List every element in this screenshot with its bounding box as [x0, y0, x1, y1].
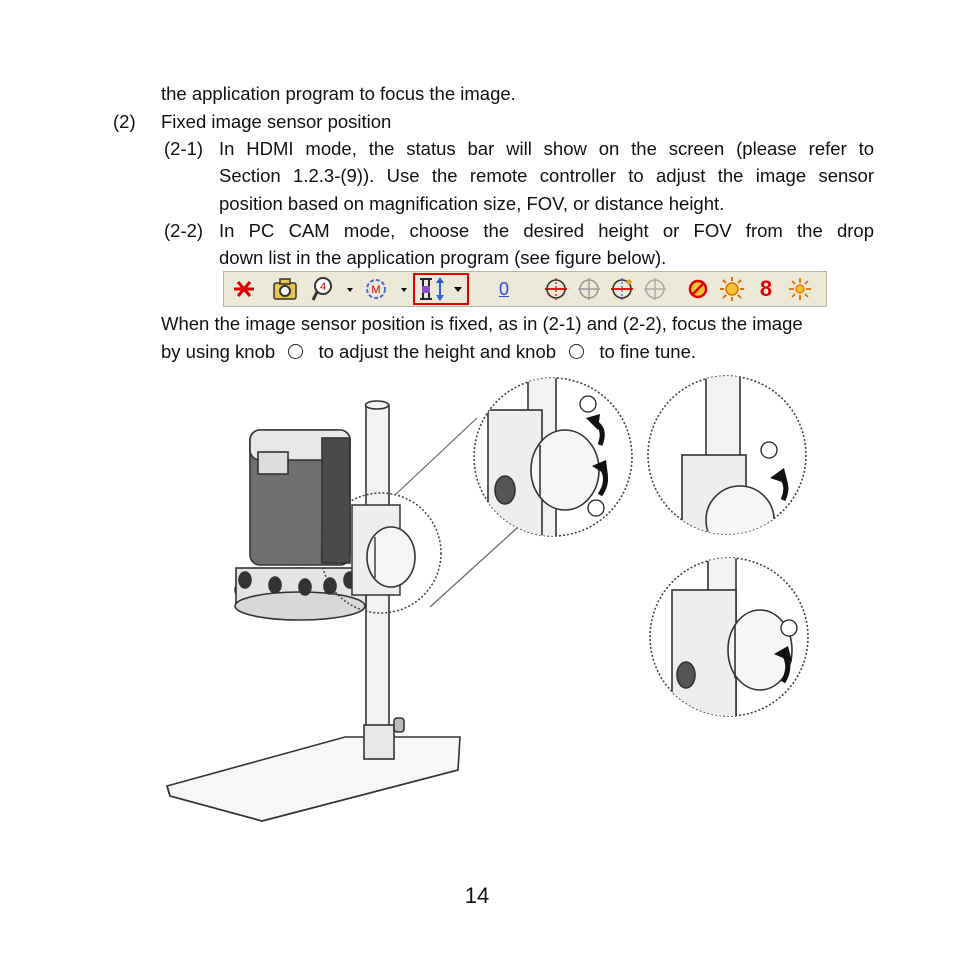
text-line-focus-b: by using knob to adjust the height and k… [161, 338, 696, 365]
text-by-using-knob: by using knob [161, 341, 276, 362]
camera-body [234, 429, 367, 621]
text-line-focus-a: When the image sensor position is fixed,… [161, 313, 803, 334]
callout-line [429, 527, 518, 608]
knob-marker-circle [288, 344, 304, 359]
svg-text:4: 4 [320, 281, 326, 293]
height-adjust-button-selected[interactable] [413, 273, 469, 305]
page-number: 14 [464, 883, 490, 908]
text-line-2-1-c: position based on magnification size, FO… [219, 193, 725, 214]
text-line-2-1-a: In HDMI mode, the status bar will show o… [219, 138, 874, 159]
no-light-icon[interactable] [684, 275, 712, 303]
light-icon[interactable] [718, 275, 746, 303]
dropdown-arrow-icon[interactable] [398, 275, 410, 303]
crosshair-grey-icon[interactable] [641, 275, 669, 303]
text-line-2-1-b: Section 1.2.3-(9)). Use the remote contr… [219, 165, 874, 186]
crosshair-s-icon[interactable] [608, 275, 636, 303]
list-number-2-2: (2-2) [164, 220, 204, 241]
text-line-2-2-a: In PC CAM mode, choose the desired heigh… [219, 220, 874, 241]
knob-marker-circle [569, 344, 585, 359]
light-small-icon[interactable] [786, 275, 814, 303]
svg-text:M: M [371, 284, 380, 296]
zoom-4-icon[interactable]: 4 [310, 275, 340, 303]
magnification-m-icon[interactable]: M [361, 275, 391, 303]
knob-detail-callout-2 [647, 375, 807, 535]
list-number-2: (2) [113, 111, 136, 132]
crosshair-grid-icon[interactable] [575, 275, 603, 303]
capture-off-icon[interactable] [230, 275, 258, 303]
callout-line [394, 417, 478, 496]
text-line-1: the application program to focus the ima… [161, 83, 516, 104]
knob-detail-callout-1 [473, 377, 633, 537]
eight-icon[interactable]: 8 [759, 276, 773, 301]
section-heading: Fixed image sensor position [161, 111, 392, 132]
stand-base [165, 736, 461, 822]
camera-icon[interactable] [270, 275, 300, 303]
zoom-detail-circle [320, 492, 442, 614]
height-adjust-icon [420, 277, 462, 301]
text-adjust-height: to adjust the height and knob [318, 341, 557, 362]
text-line-2-2-b: down list in the application program (se… [219, 247, 667, 268]
text-fine-tune: to fine tune. [599, 341, 697, 362]
dropdown-arrow-icon[interactable] [344, 275, 356, 303]
list-number-2-1: (2-1) [164, 138, 204, 159]
zero-icon[interactable]: 0 [498, 278, 509, 299]
application-toolbar: 4 M 0 8 [223, 271, 827, 307]
crosshair-icon[interactable] [542, 275, 570, 303]
knob-detail-callout-3 [649, 557, 809, 717]
